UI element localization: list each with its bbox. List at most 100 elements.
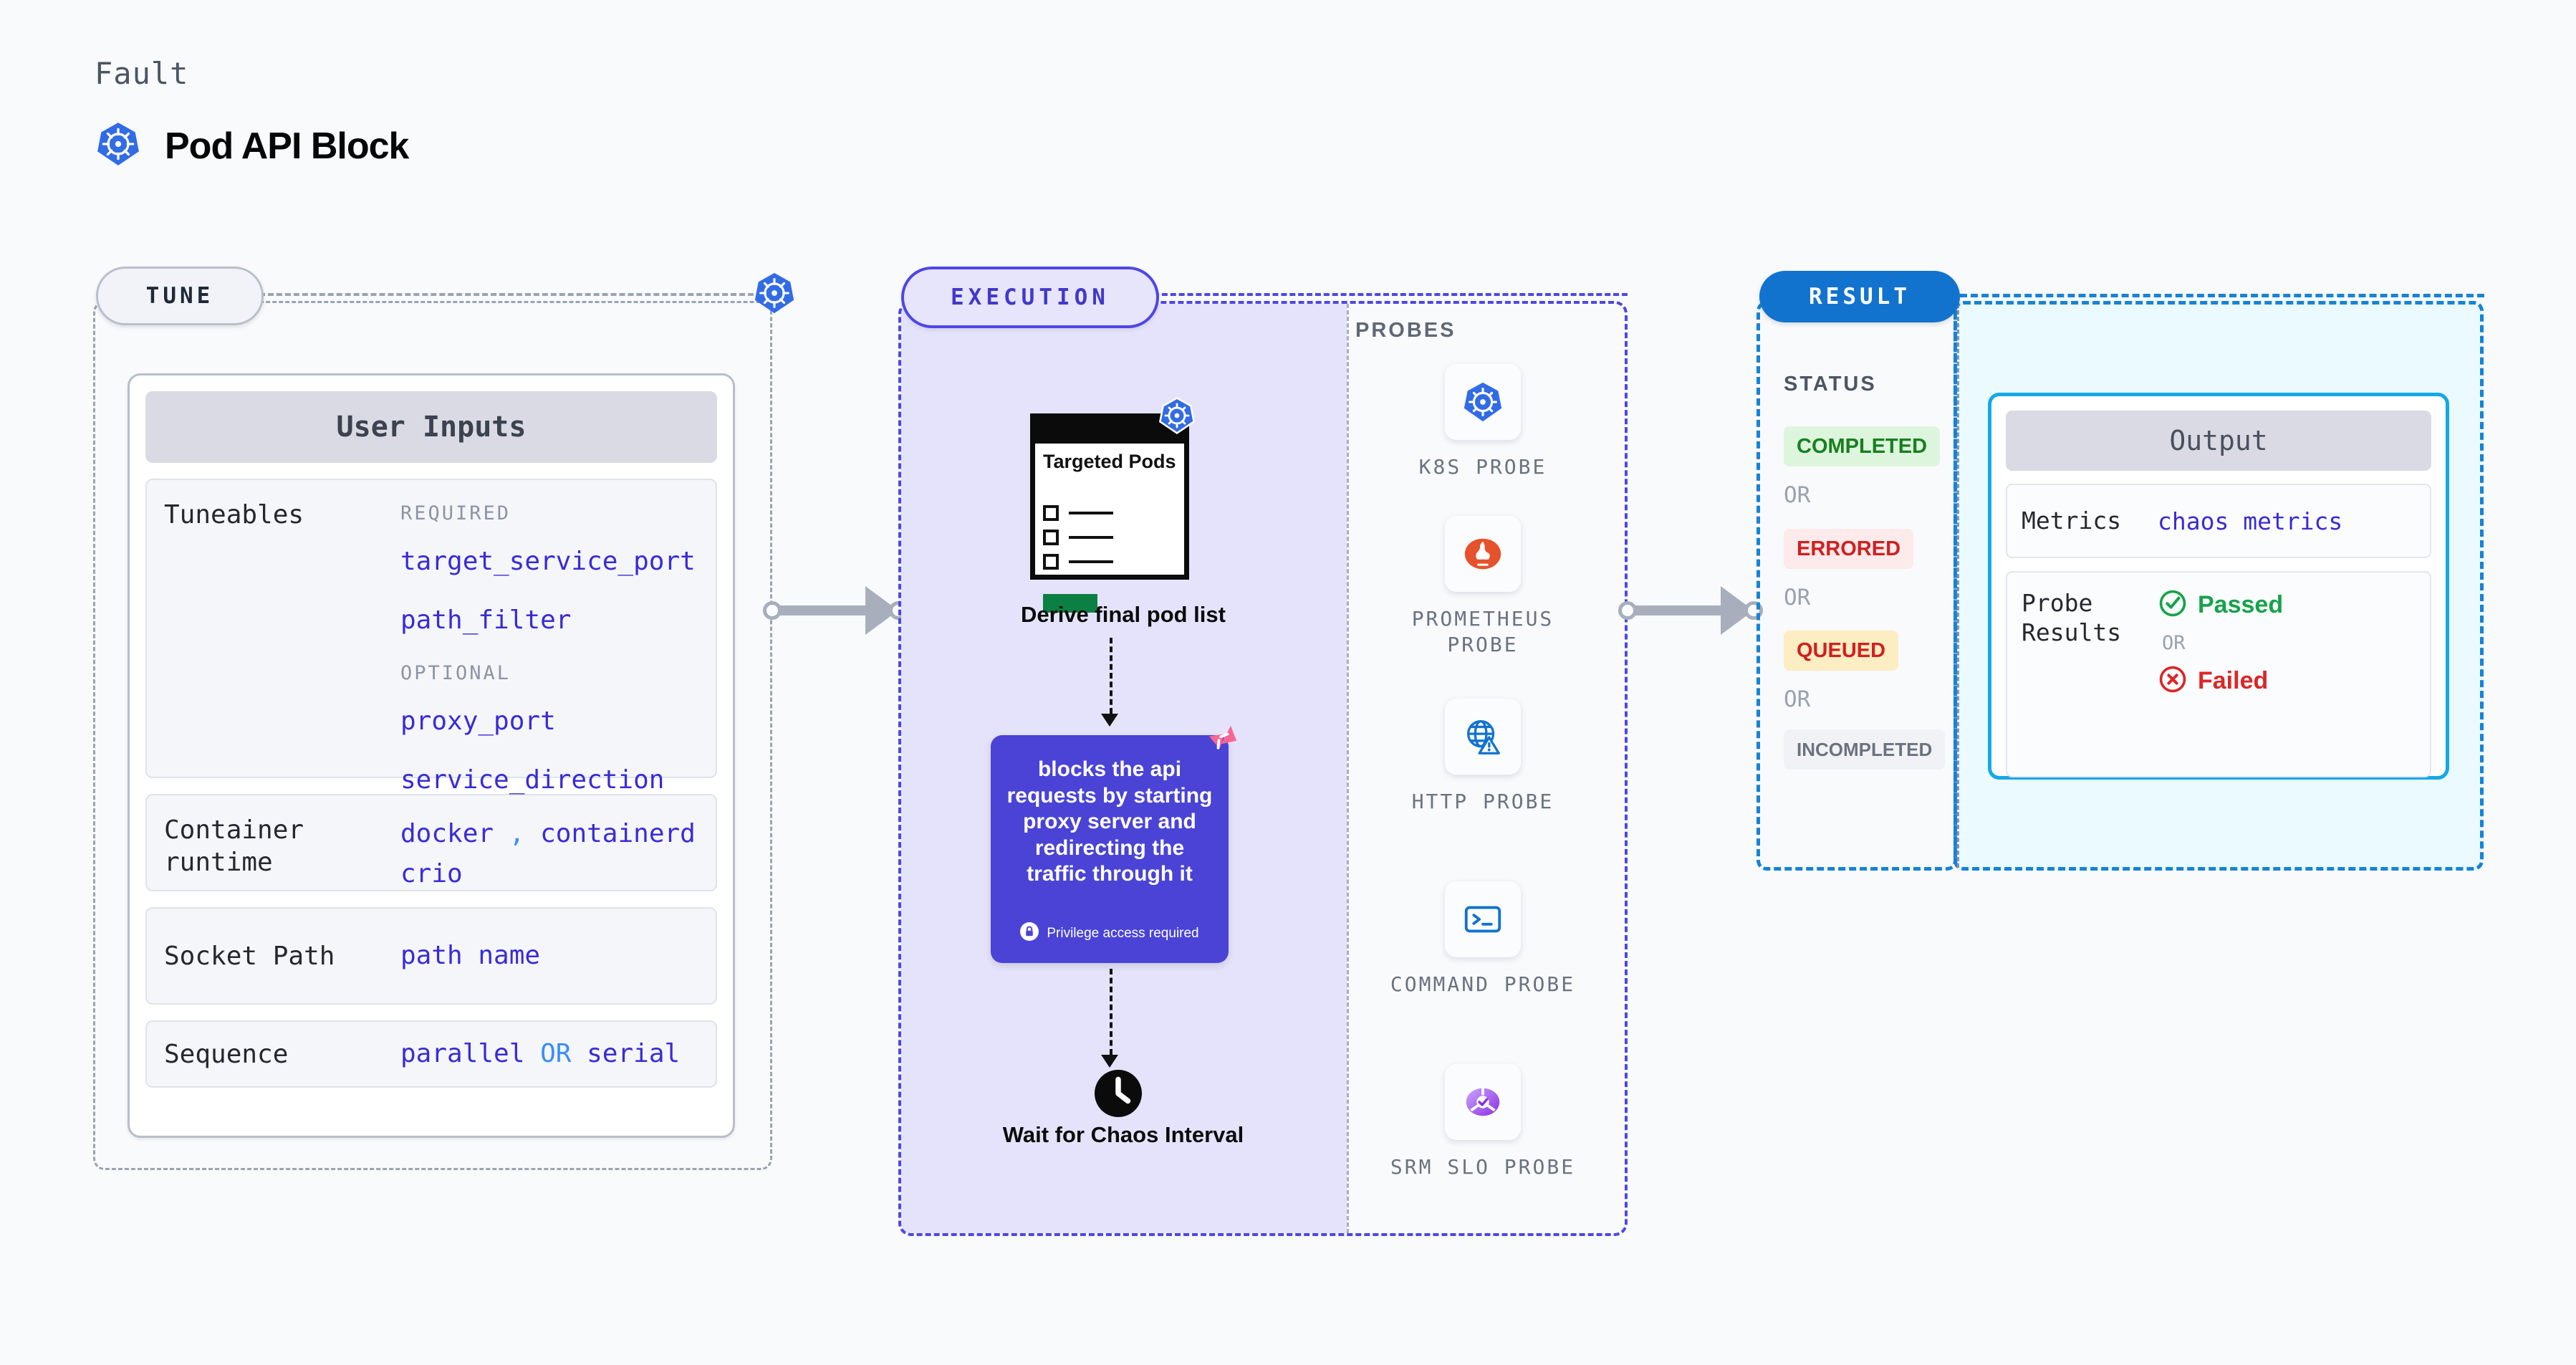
- result-pill-label: RESULT: [1759, 271, 1960, 322]
- http-globe-warning-icon: [1445, 699, 1521, 775]
- tuneable-path-filter[interactable]: path_filter: [400, 605, 572, 635]
- litmus-icon: [1200, 719, 1241, 765]
- tune-pill-label: TUNE: [96, 267, 264, 325]
- probe-result-failed: Failed: [2158, 664, 2416, 698]
- output-card: Output Metrics chaos metrics Probe Resul…: [1988, 393, 2449, 780]
- probe-item-http[interactable]: HTTP PROBE: [1375, 699, 1590, 815]
- kubernetes-icon: [1158, 396, 1196, 439]
- targeted-pods-illustration: Targeted Pods: [1030, 397, 1196, 613]
- kubernetes-icon: [1445, 364, 1521, 440]
- probes-section-title: PROBES: [1355, 319, 1456, 342]
- sequence-values: parallel OR serial: [400, 1034, 698, 1074]
- container-runtime-row: Container runtime docker , containerd cr…: [145, 794, 717, 891]
- wait-for-chaos-interval-label: Wait for Chaos Interval: [1002, 1122, 1244, 1147]
- probe-item-k8s[interactable]: K8S PROBE: [1375, 364, 1590, 480]
- socket-path-row: Socket Path path name: [145, 907, 717, 1005]
- runtime-docker[interactable]: docker: [400, 819, 494, 848]
- srm-slo-icon: [1445, 1064, 1521, 1140]
- status-or-1: OR: [1784, 482, 1811, 508]
- failed-label: Failed: [2198, 667, 2269, 694]
- sequence-serial[interactable]: serial: [587, 1039, 681, 1069]
- sequence-key: Sequence: [164, 1039, 289, 1069]
- probe-item-command[interactable]: COMMAND PROBE: [1375, 881, 1590, 997]
- fault-action-card: blocks the api requests by starting prox…: [991, 725, 1237, 963]
- derive-final-pod-list-label: Derive final pod list: [1021, 602, 1226, 627]
- flow-arrow-line: [1110, 969, 1112, 1055]
- probe-label: HTTP PROBE: [1411, 790, 1554, 813]
- probe-result-passed: Passed: [2158, 588, 2416, 622]
- sequence-row: Sequence parallel OR serial: [145, 1020, 717, 1088]
- kubernetes-icon: [752, 271, 797, 319]
- tuneables-key: Tuneables: [164, 500, 304, 530]
- flow-arrow-line: [1110, 638, 1112, 714]
- probe-results-row: Probe Results Passed OR: [2006, 571, 2431, 777]
- status-section-title: STATUS: [1784, 373, 1877, 396]
- optional-label: OPTIONAL: [400, 662, 511, 685]
- tune-panel: [93, 301, 772, 1170]
- user-inputs-title: User Inputs: [145, 391, 717, 463]
- tuneable-proxy-port[interactable]: proxy_port: [400, 707, 556, 737]
- probe-result-or: OR: [2162, 632, 2186, 654]
- status-badge-queued: QUEUED: [1784, 631, 1899, 671]
- kubernetes-icon: [95, 120, 142, 171]
- runtime-crio[interactable]: crio: [400, 858, 463, 889]
- page-title: Pod API Block: [165, 125, 409, 167]
- probe-item-prometheus[interactable]: PROMETHEUS PROBE: [1375, 516, 1590, 658]
- user-inputs-card: User Inputs Tuneables REQUIRED target_se…: [128, 373, 735, 1138]
- targeted-pods-list: [1043, 505, 1113, 578]
- fault-action-description: blocks the api requests by starting prox…: [1006, 757, 1213, 886]
- pod-checkbox: [1043, 530, 1059, 545]
- result-divider: [1957, 304, 1959, 868]
- passed-label: Passed: [2198, 591, 2284, 618]
- container-runtime-values: docker , containerd crio: [400, 814, 698, 889]
- probe-label: PROMETHEUS PROBE: [1411, 607, 1554, 657]
- status-or-2: OR: [1784, 585, 1811, 610]
- socket-path-key: Socket Path: [164, 941, 335, 971]
- socket-path-value[interactable]: path name: [400, 941, 541, 971]
- output-card-title: Output: [2006, 411, 2431, 471]
- lock-icon: [1020, 922, 1039, 944]
- result-pill-connector: [1960, 294, 2484, 297]
- tuneable-target-service-port[interactable]: target_service_port: [400, 546, 696, 576]
- sequence-separator: OR: [540, 1039, 572, 1069]
- execution-pill-connector: [1153, 293, 1628, 296]
- container-runtime-key: Container runtime: [164, 815, 304, 877]
- runtime-separator: ,: [509, 819, 525, 848]
- probes-divider: [1347, 304, 1349, 1233]
- metrics-value[interactable]: chaos metrics: [2158, 507, 2343, 535]
- privilege-note-row: Privilege access required: [991, 922, 1229, 944]
- probe-label: SRM SLO PROBE: [1390, 1155, 1576, 1179]
- check-circle-icon: [2158, 588, 2188, 622]
- probe-item-srm-slo[interactable]: SRM SLO PROBE: [1375, 1064, 1590, 1180]
- required-label: REQUIRED: [400, 502, 511, 525]
- probe-label: COMMAND PROBE: [1390, 972, 1576, 996]
- status-badge-errored: ERRORED: [1784, 529, 1914, 569]
- pod-highlight-bar: [1043, 594, 1097, 613]
- clock-icon: [1092, 1068, 1144, 1123]
- probe-results-values: Passed OR Failed: [2158, 588, 2416, 760]
- tuneables-row: Tuneables REQUIRED target_service_port p…: [145, 479, 717, 795]
- tune-pill-connector: [259, 293, 754, 296]
- sequence-parallel[interactable]: parallel: [400, 1039, 525, 1069]
- pod-checkbox: [1043, 554, 1059, 570]
- metrics-key: Metrics: [2022, 507, 2122, 535]
- flow-arrow-head: [1101, 714, 1118, 727]
- tuneable-service-direction[interactable]: service_direction: [400, 765, 665, 795]
- metrics-row: Metrics chaos metrics: [2006, 484, 2431, 558]
- status-badge-incompleted: INCOMPLETED: [1784, 729, 1946, 770]
- pod-checkbox: [1043, 505, 1059, 521]
- runtime-containerd[interactable]: containerd: [540, 819, 696, 848]
- flow-arrow-head: [1101, 1055, 1118, 1068]
- targeted-pods-title: Targeted Pods: [1043, 451, 1176, 472]
- probe-results-key: Probe Results: [2022, 589, 2122, 647]
- execution-pill-label: EXECUTION: [901, 267, 1159, 328]
- terminal-icon: [1445, 881, 1521, 957]
- x-circle-icon: [2158, 664, 2188, 698]
- status-badge-completed: COMPLETED: [1784, 426, 1941, 466]
- execution-panel: [898, 301, 1628, 1236]
- tuneables-values: REQUIRED target_service_port path_filter…: [400, 499, 698, 795]
- status-or-3: OR: [1784, 686, 1811, 712]
- fault-title-row: Pod API Block: [95, 120, 409, 171]
- privilege-note-text: Privilege access required: [1047, 925, 1199, 941]
- probe-label: K8S PROBE: [1418, 455, 1547, 479]
